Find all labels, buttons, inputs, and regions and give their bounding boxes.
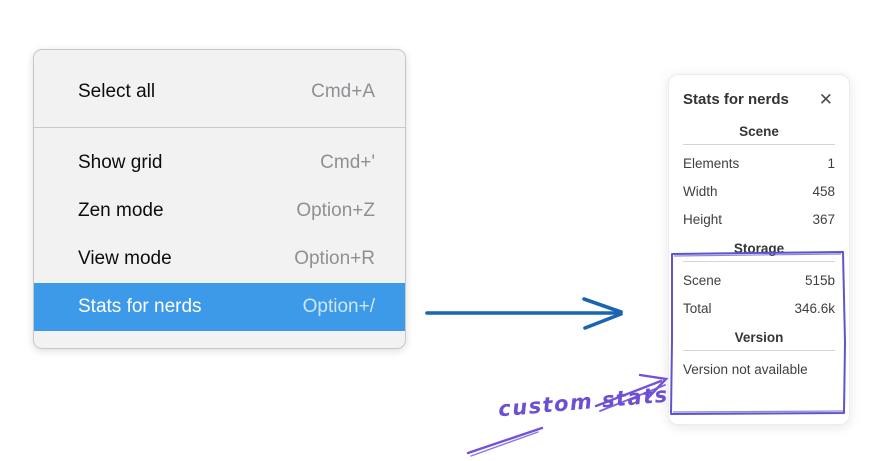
section-divider [683, 261, 835, 262]
section-heading-storage: Storage [733, 241, 785, 256]
menu-item-label: Stats for nerds [78, 296, 202, 317]
section-heading-version: Version [734, 330, 784, 345]
menu-item-shortcut: Cmd+A [311, 81, 375, 102]
menu-item-shortcut: Cmd+' [320, 152, 375, 173]
stat-row-width: Width 458 [683, 184, 835, 199]
menu-item-label: Show grid [78, 152, 163, 173]
version-note: Version not available [683, 362, 808, 377]
annotation-arrow [466, 373, 669, 457]
menu-item-label: View mode [78, 248, 172, 269]
section-divider [683, 144, 835, 145]
menu-item-view-mode[interactable]: View mode Option+R [34, 235, 405, 283]
context-menu: Select all Cmd+A Show grid Cmd+' Zen mod… [33, 49, 406, 349]
stats-panel-title: Stats for nerds [683, 91, 789, 108]
stat-row-scene-storage: Scene 515b [683, 273, 835, 288]
close-icon[interactable]: ✕ [818, 90, 833, 109]
custom-stats-label: custom stats [497, 382, 670, 422]
menu-item-shortcut: Option+R [294, 248, 375, 269]
menu-item-show-grid[interactable]: Show grid Cmd+' [34, 139, 405, 187]
menu-to-panel-arrow [425, 297, 623, 330]
menu-separator [34, 127, 405, 128]
menu-item-shortcut: Option+/ [302, 296, 375, 317]
menu-item-label: Select all [78, 81, 156, 102]
stat-row-height: Height 367 [683, 212, 835, 227]
stat-row-total-storage: Total 346.6k [683, 301, 835, 316]
menu-item-label: Zen mode [78, 200, 164, 221]
menu-item-shortcut: Option+Z [296, 200, 375, 221]
section-divider [683, 350, 835, 351]
menu-item-select-all[interactable]: Select all Cmd+A [34, 68, 405, 116]
section-heading-scene: Scene [739, 124, 779, 139]
stat-row-elements: Elements 1 [683, 156, 835, 171]
menu-item-stats-for-nerds[interactable]: Stats for nerds Option+/ [34, 283, 405, 331]
menu-item-zen-mode[interactable]: Zen mode Option+Z [34, 187, 405, 235]
stats-panel: Stats for nerds ✕ Scene Elements 1 Width… [668, 74, 850, 425]
